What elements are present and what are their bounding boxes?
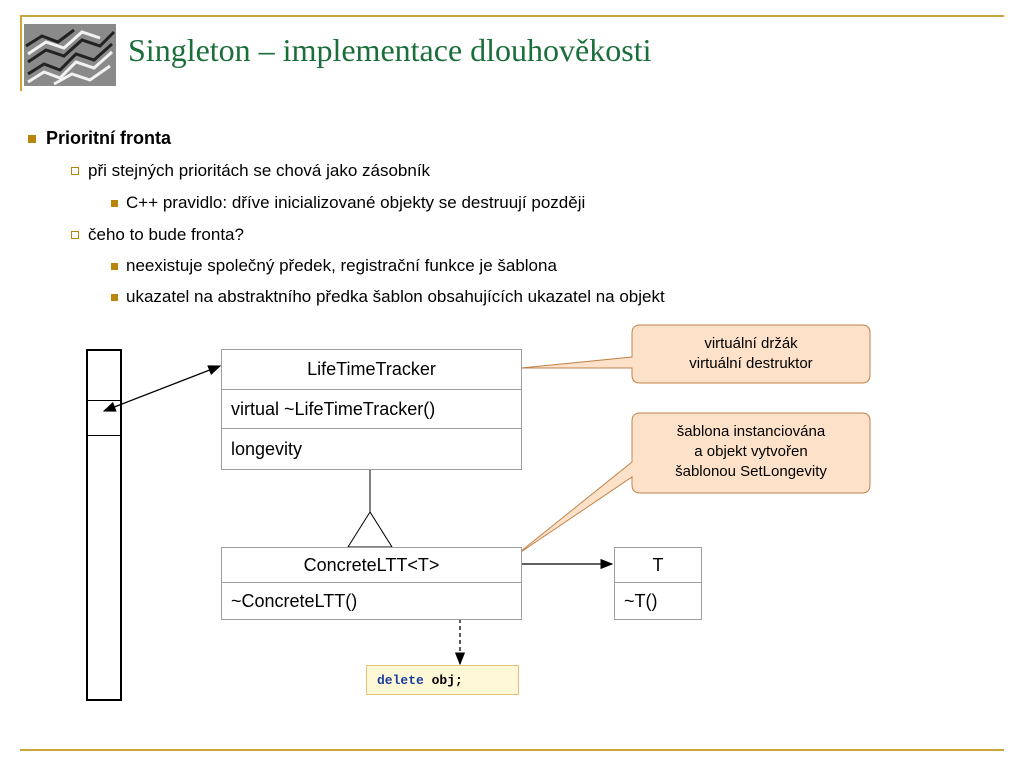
- stack-slot-divider: [88, 400, 120, 401]
- callout-template-instantiated: [514, 412, 871, 557]
- bullet-text: čeho to bude fronta?: [88, 225, 244, 244]
- class-lifetimetracker: LifeTimeTracker virtual ~LifeTimeTracker…: [221, 349, 522, 470]
- bullet-level2: čeho to bude fronta?: [71, 225, 244, 245]
- stack-slot-divider: [88, 435, 120, 436]
- callout-line: virtuální držák: [704, 335, 798, 352]
- bullet-text: při stejných prioritách se chová jako zá…: [88, 161, 431, 180]
- hollow-square-bullet-icon: [71, 231, 79, 239]
- bullet-text: ukazatel na abstraktního předka šablon o…: [126, 287, 665, 306]
- class-method: virtual ~LifeTimeTracker(): [222, 390, 521, 429]
- inheritance-triangle-icon: [347, 511, 393, 548]
- callout-virtual-holder: [520, 324, 871, 384]
- callout-line: šablonou SetLongevity: [675, 463, 827, 480]
- stack-pointer-arrow: [102, 365, 222, 412]
- square-bullet-icon: [111, 200, 118, 207]
- callout-virtual-holder-text: virtuální držák virtuální destruktor: [632, 334, 870, 374]
- bullet-text: neexistuje společný předek, registrační …: [126, 256, 557, 275]
- callout-template-text: šablona instanciována a objekt vytvořen …: [632, 422, 870, 482]
- square-bullet-icon: [111, 263, 118, 270]
- class-name: ConcreteLTT<T>: [222, 548, 521, 583]
- hollow-square-bullet-icon: [71, 167, 79, 175]
- bullet-level2: při stejných prioritách se chová jako zá…: [71, 161, 431, 181]
- callout-line: virtuální destruktor: [689, 355, 813, 372]
- bullet-level3: C++ pravidlo: dříve inicializované objek…: [111, 193, 586, 213]
- code-keyword: delete: [377, 673, 424, 688]
- class-name: LifeTimeTracker: [222, 350, 521, 390]
- class-field: longevity: [231, 439, 303, 459]
- footer-rule: [20, 749, 1004, 751]
- callout-line: a objekt vytvořen: [694, 443, 808, 460]
- class-method: ~T(): [624, 591, 658, 611]
- code-snippet: delete obj;: [366, 665, 519, 695]
- header-left-rule: [20, 15, 22, 91]
- class-t: T ~T(): [614, 547, 702, 620]
- slide-title: Singleton – implementace dlouhověkosti: [128, 32, 652, 68]
- square-bullet-icon: [111, 294, 118, 301]
- escher-logo-image: [24, 24, 116, 86]
- class-name: T: [615, 548, 701, 583]
- bullet-level3: ukazatel na abstraktního předka šablon o…: [111, 287, 665, 307]
- header-rule: [20, 15, 1004, 17]
- bullet-level3: neexistuje společný předek, registrační …: [111, 256, 557, 276]
- square-bullet-icon: [28, 135, 36, 143]
- class-method: ~ConcreteLTT(): [231, 591, 358, 611]
- bullet-text: C++ pravidlo: dříve inicializované objek…: [126, 193, 586, 212]
- bullet-level1: Prioritní fronta: [28, 128, 171, 149]
- priority-stack: [86, 349, 122, 701]
- bullet-text: Prioritní fronta: [46, 128, 171, 148]
- callout-line: šablona instanciována: [676, 423, 826, 440]
- class-concreteltt: ConcreteLTT<T> ~ConcreteLTT(): [221, 547, 522, 620]
- code-rest: obj;: [423, 673, 463, 688]
